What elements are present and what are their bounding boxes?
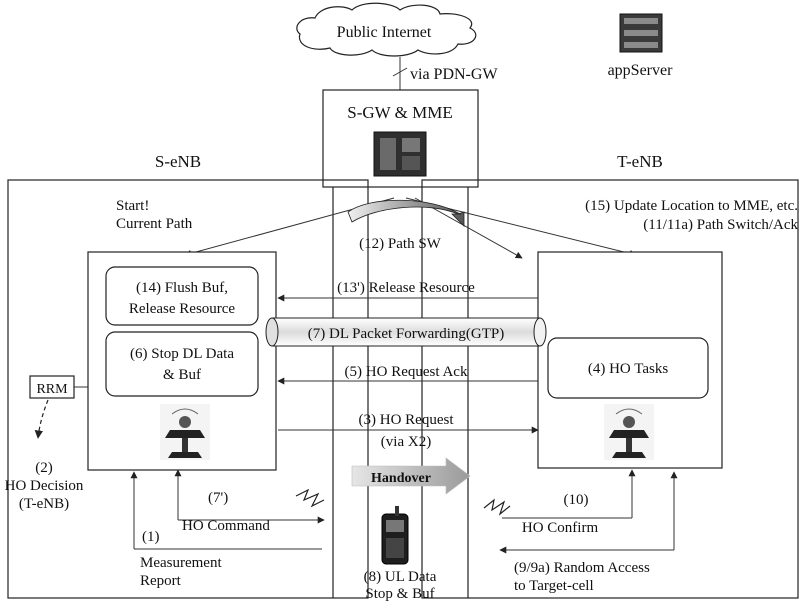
ho-request-ack-label: (5) HO Request Ack <box>345 364 468 380</box>
ho-confirm-step: (10) <box>564 492 589 508</box>
ho-tasks-label: (4) HO Tasks <box>588 361 668 377</box>
core-node-label: S-GW & MME <box>347 103 452 122</box>
pdn-label: via PDN-GW <box>410 66 498 83</box>
radio-link-bolt-left <box>295 488 325 508</box>
release-resource-label: (13') Release Resource <box>337 280 475 296</box>
core-server-icon <box>373 131 427 177</box>
ho-tasks-box <box>547 337 709 399</box>
ho-confirm-label: HO Confirm <box>522 520 599 536</box>
ue-phone-icon <box>381 506 409 565</box>
target-antenna-icon <box>604 404 654 460</box>
path-switch-ack-label: (11/11a) Path Switch/Ack <box>643 217 798 233</box>
dl-forwarding-label: (7) DL Packet Forwarding(GTP) <box>308 326 504 342</box>
stop-dl-line2: & Buf <box>163 367 201 383</box>
source-antenna-icon <box>160 404 210 460</box>
stop-dl-box <box>105 331 259 397</box>
ul-data-line1: (8) UL Data <box>364 569 437 585</box>
ho-request-label: (3) HO Request <box>359 412 455 428</box>
ho-decision-arrow <box>34 399 49 439</box>
ho-decision-line2: HO Decision <box>5 478 84 494</box>
via-x2-label: (via X2) <box>381 434 431 450</box>
path-sw-label: (12) Path SW <box>359 236 442 252</box>
public-internet-cloud: Public Internet <box>296 2 477 57</box>
rrm-label: RRM <box>36 382 68 397</box>
public-internet-label: Public Internet <box>337 24 432 41</box>
target-enb-label: T-eNB <box>617 152 663 171</box>
flush-buffer-line2: Release Resource <box>129 301 236 317</box>
measurement-step: (1) <box>142 529 160 545</box>
pdn-link-break <box>392 67 408 77</box>
flush-buffer-box <box>105 266 259 326</box>
stop-dl-line1: (6) Stop DL Data <box>130 346 234 362</box>
radio-link-bolt-right <box>483 498 511 516</box>
update-location-label: (15) Update Location to MME, etc. <box>585 198 798 214</box>
handover-label: Handover <box>371 471 431 486</box>
target-enb-region <box>421 179 799 599</box>
current-path-label: Current Path <box>116 216 193 232</box>
start-label: Start! <box>116 198 149 214</box>
random-access-line2: to Target-cell <box>514 578 594 594</box>
handover-arrow <box>351 457 471 495</box>
source-enb-region <box>7 179 369 599</box>
path-sw-curve <box>347 199 465 227</box>
random-access-line1: (9/9a) Random Access <box>514 560 650 576</box>
ho-decision-line3: (T-eNB) <box>19 496 69 512</box>
app-server-label: appServer <box>608 62 674 79</box>
ho-decision-line1: (2) <box>35 460 53 476</box>
dl-forwarding-tube <box>265 317 547 347</box>
flush-buffer-line1: (14) Flush Buf, <box>136 280 228 296</box>
ho-command-label: HO Command <box>182 518 270 534</box>
source-enb-label: S-eNB <box>155 152 201 171</box>
ul-data-line2: Stop & Buf <box>365 586 434 601</box>
measurement-line2: Report <box>140 573 182 589</box>
app-server-icon <box>619 13 663 53</box>
measurement-line1: Measurement <box>140 555 222 571</box>
ho-command-step: (7') <box>208 490 228 506</box>
